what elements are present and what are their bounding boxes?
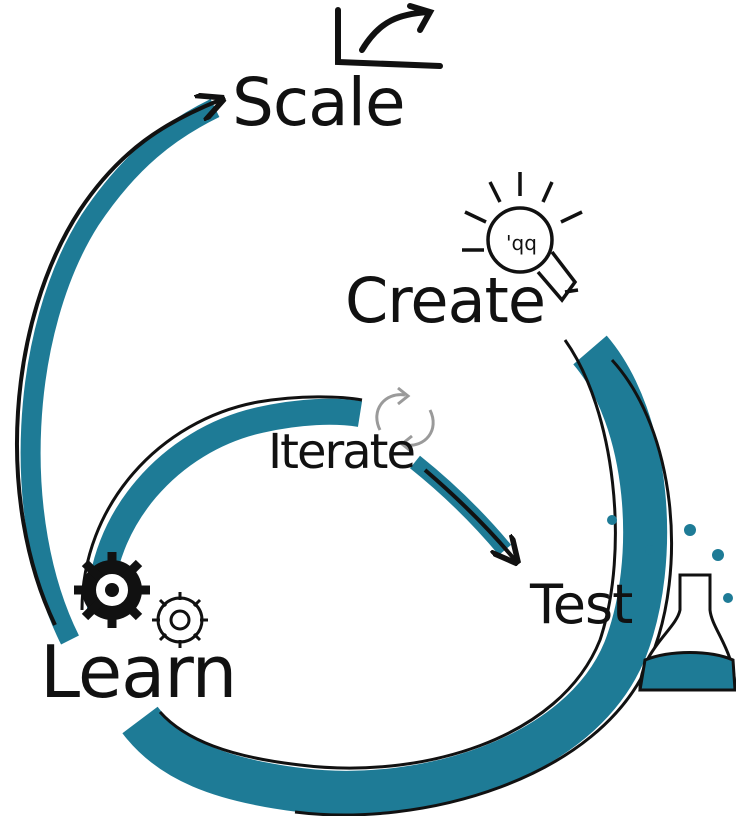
small-gear-icon xyxy=(152,592,208,648)
gear-icon xyxy=(74,552,150,628)
iterate-to-test-arrow xyxy=(423,468,515,560)
scale-arc-band xyxy=(20,99,220,645)
iterate-label: Iterate xyxy=(268,424,416,480)
refresh-cycle-icon xyxy=(375,386,435,454)
lightbulb-icon: 'qq xyxy=(462,172,583,303)
iterate-loop-band-edge xyxy=(80,395,363,611)
scale-label: Scale xyxy=(232,64,406,141)
lightbulb-text: 'qq xyxy=(506,231,537,255)
growth-chart-icon xyxy=(335,3,443,69)
iterate-loop-band xyxy=(87,398,363,611)
outer-cycle-band-edge xyxy=(158,339,617,770)
scale-arrow xyxy=(15,100,220,626)
beaker-icon xyxy=(607,515,736,692)
learn-label: Learn xyxy=(40,630,237,714)
create-label: Create xyxy=(345,264,546,337)
test-label: Test xyxy=(530,573,633,636)
outer-cycle-band xyxy=(122,335,668,815)
